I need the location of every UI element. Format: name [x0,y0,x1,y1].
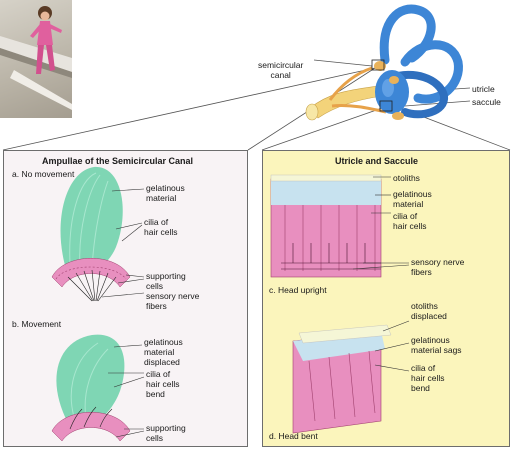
sensory-nerve-label-c: sensory nerve fibers [411,257,465,277]
saccule-highlight-box [379,100,393,112]
otoliths-displaced-label-d: otoliths displaced [411,301,447,321]
hair-cells-a [51,258,131,288]
ampullae-panel: Ampullae of the Semicircular Canal a. No… [3,150,248,447]
cilia-bend-label-d: cilia of hair cells bend [411,363,445,393]
utricle-saccule-panel: Utricle and Saccule otoliths gelatinous … [262,150,510,447]
hair-cells-b [51,412,131,442]
supporting-cells-label-b: supporting cells [146,423,186,443]
gel-layer-c [271,179,381,205]
head-bent-caption: d. Head bent [269,431,318,441]
supporting-cells-label-a: supporting cells [146,271,186,291]
movement-caption: b. Movement [12,319,62,329]
head-upright-caption: c. Head upright [269,285,327,295]
otoliths-label-c: otoliths [393,173,420,183]
child-balance-photo [0,0,72,118]
utricle-saccule-title: Utricle and Saccule [335,156,419,166]
utricle-label: utricle [472,84,495,94]
sensory-nerve-label-a: sensory nerve fibers [146,291,200,311]
ampullae-title: Ampullae of the Semicircular Canal [42,156,194,166]
saccule-label: saccule [472,97,501,107]
cilia-label-c: cilia of hair cells [393,211,427,231]
ampulla-highlight-box [371,59,385,71]
cupula-upright [60,166,123,273]
gelatinous-label-c: gelatinous material [393,189,432,209]
otoliths-c [270,174,382,182]
cilia-label-a: cilia of hair cells [144,217,178,237]
nerve-fibers-c [281,243,381,270]
nerve-fibers-a [67,269,117,302]
semicircular-canal-label: semicircular canal [258,60,304,80]
gelatinous-material-label-a: gelatinous material [146,183,185,203]
otoliths-d [298,324,392,344]
gelatinous-displaced-label-b: gelatinous material displaced [144,337,183,367]
connector-line-left-outer [2,67,376,151]
cupula-displaced [56,334,125,423]
cilia-bend-label-b: cilia of hair cells bend [146,369,180,399]
no-movement-caption: a. No movement [12,169,75,179]
connector-line-right [261,105,389,151]
gelatinous-sags-label-d: gelatinous material sags [411,335,462,355]
